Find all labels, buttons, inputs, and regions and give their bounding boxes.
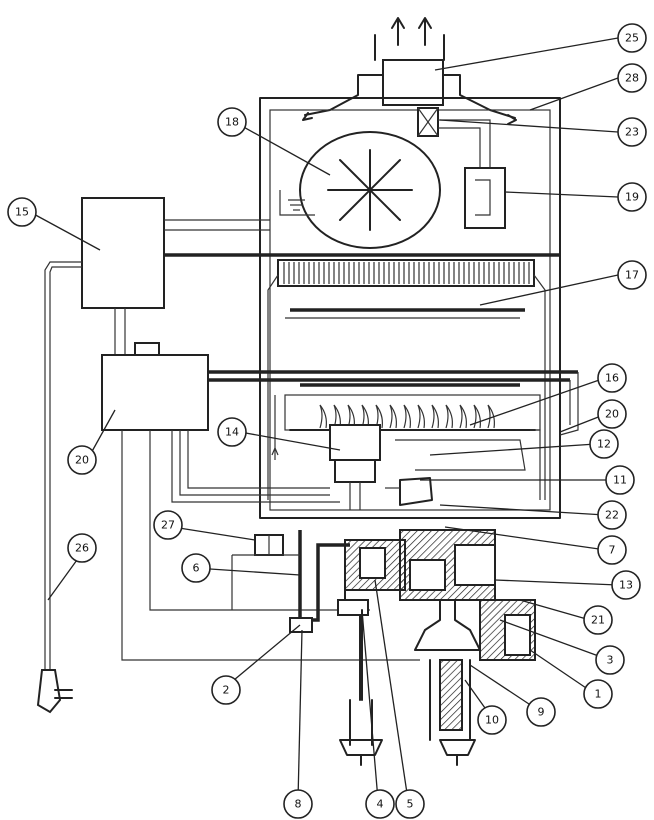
- callout-23: 23: [617, 117, 647, 147]
- svg-text:2: 2: [223, 684, 230, 697]
- svg-text:12: 12: [597, 438, 611, 451]
- svg-text:20: 20: [605, 408, 619, 421]
- controller-box: [81, 197, 165, 309]
- svg-text:25: 25: [625, 32, 639, 45]
- cabinet-frame: [259, 97, 561, 519]
- callout-8: 8: [283, 789, 313, 819]
- cabinet-inner: [269, 109, 551, 511]
- svg-text:17: 17: [625, 269, 639, 282]
- svg-text:4: 4: [377, 798, 384, 811]
- callout-20-right: 20: [597, 399, 627, 429]
- callout-10: 10: [477, 705, 507, 735]
- callouts: 25 28 23 19 17 18 15 16 20 12 11 22 7 13…: [7, 23, 647, 819]
- callout-28: 28: [617, 63, 647, 93]
- svg-text:19: 19: [625, 191, 639, 204]
- svg-text:18: 18: [225, 116, 239, 129]
- svg-text:6: 6: [193, 562, 200, 575]
- callout-6: 6: [181, 553, 211, 583]
- svg-text:20: 20: [75, 454, 89, 467]
- svg-text:1: 1: [595, 688, 602, 701]
- callout-15: 15: [7, 197, 37, 227]
- power-plug: [36, 669, 73, 714]
- svg-text:11: 11: [613, 474, 627, 487]
- callout-7: 7: [597, 535, 627, 565]
- svg-text:26: 26: [75, 542, 89, 555]
- svg-text:23: 23: [625, 126, 639, 139]
- callout-25: 25: [617, 23, 647, 53]
- svg-text:21: 21: [591, 614, 605, 627]
- svg-text:13: 13: [619, 579, 633, 592]
- callout-27: 27: [153, 510, 183, 540]
- svg-text:7: 7: [609, 544, 616, 557]
- callout-1: 1: [583, 679, 613, 709]
- svg-text:27: 27: [161, 519, 175, 532]
- svg-text:5: 5: [407, 798, 414, 811]
- callout-19: 19: [617, 182, 647, 212]
- callout-14: 14: [217, 417, 247, 447]
- heat-exchanger: [267, 259, 546, 500]
- svg-text:10: 10: [485, 714, 499, 727]
- svg-text:9: 9: [538, 706, 545, 719]
- callout-9: 9: [526, 697, 556, 727]
- svg-text:3: 3: [607, 654, 614, 667]
- svg-text:8: 8: [295, 798, 302, 811]
- svg-text:14: 14: [225, 426, 239, 439]
- fan-assembly: [279, 107, 506, 249]
- callout-11: 11: [605, 465, 635, 495]
- svg-text:28: 28: [625, 72, 639, 85]
- gas-water-valve-assembly: [231, 529, 536, 766]
- control-board: [101, 354, 209, 431]
- callout-4: 4: [365, 789, 395, 819]
- callout-2: 2: [211, 675, 241, 705]
- flue-exhaust: [302, 17, 517, 125]
- callout-17: 17: [617, 260, 647, 290]
- callout-22: 22: [597, 500, 627, 530]
- callout-3: 3: [595, 645, 625, 675]
- leader-lines: [29, 37, 619, 801]
- svg-text:22: 22: [605, 509, 619, 522]
- svg-text:16: 16: [605, 372, 619, 385]
- svg-text:15: 15: [15, 206, 29, 219]
- burner-assembly: [271, 394, 541, 510]
- callout-16: 16: [597, 363, 627, 393]
- callout-13: 13: [611, 570, 641, 600]
- callout-26: 26: [67, 533, 97, 563]
- callout-12: 12: [589, 429, 619, 459]
- callout-18: 18: [217, 107, 247, 137]
- callout-20-left: 20: [67, 445, 97, 475]
- callout-5: 5: [395, 789, 425, 819]
- callout-21: 21: [583, 605, 613, 635]
